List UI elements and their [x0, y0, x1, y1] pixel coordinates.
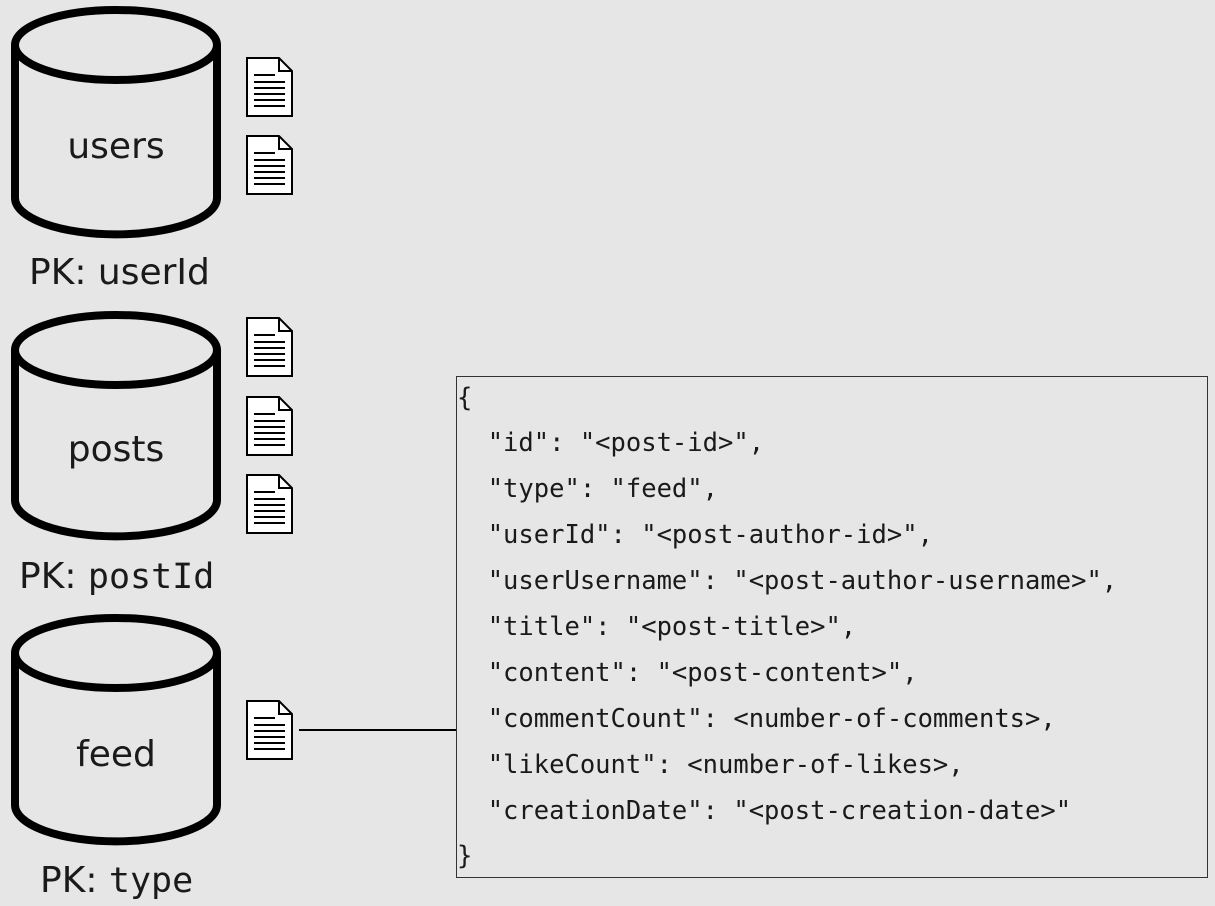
json-line: "id": "<post-id>",: [457, 428, 765, 458]
feed-document-json: { "id": "<post-id>", "type": "feed", "us…: [456, 376, 1208, 878]
json-line: "type": "feed",: [457, 474, 718, 504]
users-partition-key: PK: userId: [29, 252, 210, 293]
posts-document-icon: [246, 474, 293, 534]
users-document-icon: [246, 135, 293, 195]
posts-document-icon: [246, 396, 293, 456]
posts-collection-icon: [11, 311, 221, 541]
pk-key: userId: [97, 252, 210, 293]
json-line: "likeCount": <number-of-likes>,: [457, 750, 964, 780]
posts-partition-key: PK: postId: [19, 556, 214, 597]
json-line: "userUsername": "<post-author-username>"…: [457, 566, 1118, 596]
json-line: "userId": "<post-author-id>",: [457, 520, 933, 550]
pk-key: postId: [87, 557, 215, 597]
json-line: {: [457, 383, 473, 413]
pk-prefix: PK:: [19, 556, 88, 597]
json-line: "content": "<post-content>",: [457, 658, 918, 688]
feed-partition-key: PK: type: [40, 860, 193, 901]
feed-collection-name: feed: [76, 734, 156, 775]
users-collection-name: users: [67, 126, 165, 167]
json-line: "commentCount": <number-of-comments>,: [457, 704, 1056, 734]
pk-key: type: [108, 861, 194, 901]
json-line: "creationDate": "<post-creation-date>": [457, 796, 1072, 826]
json-line: "title": "<post-title>",: [457, 612, 857, 642]
posts-collection-name: posts: [67, 429, 165, 470]
pk-prefix: PK:: [29, 252, 98, 293]
users-collection-icon: [11, 6, 221, 239]
json-line: }: [457, 841, 473, 871]
feed-document-icon: [246, 700, 293, 760]
feed-collection-icon: [11, 614, 221, 846]
posts-document-icon: [246, 317, 293, 377]
users-document-icon: [246, 57, 293, 117]
pk-prefix: PK:: [40, 860, 109, 901]
